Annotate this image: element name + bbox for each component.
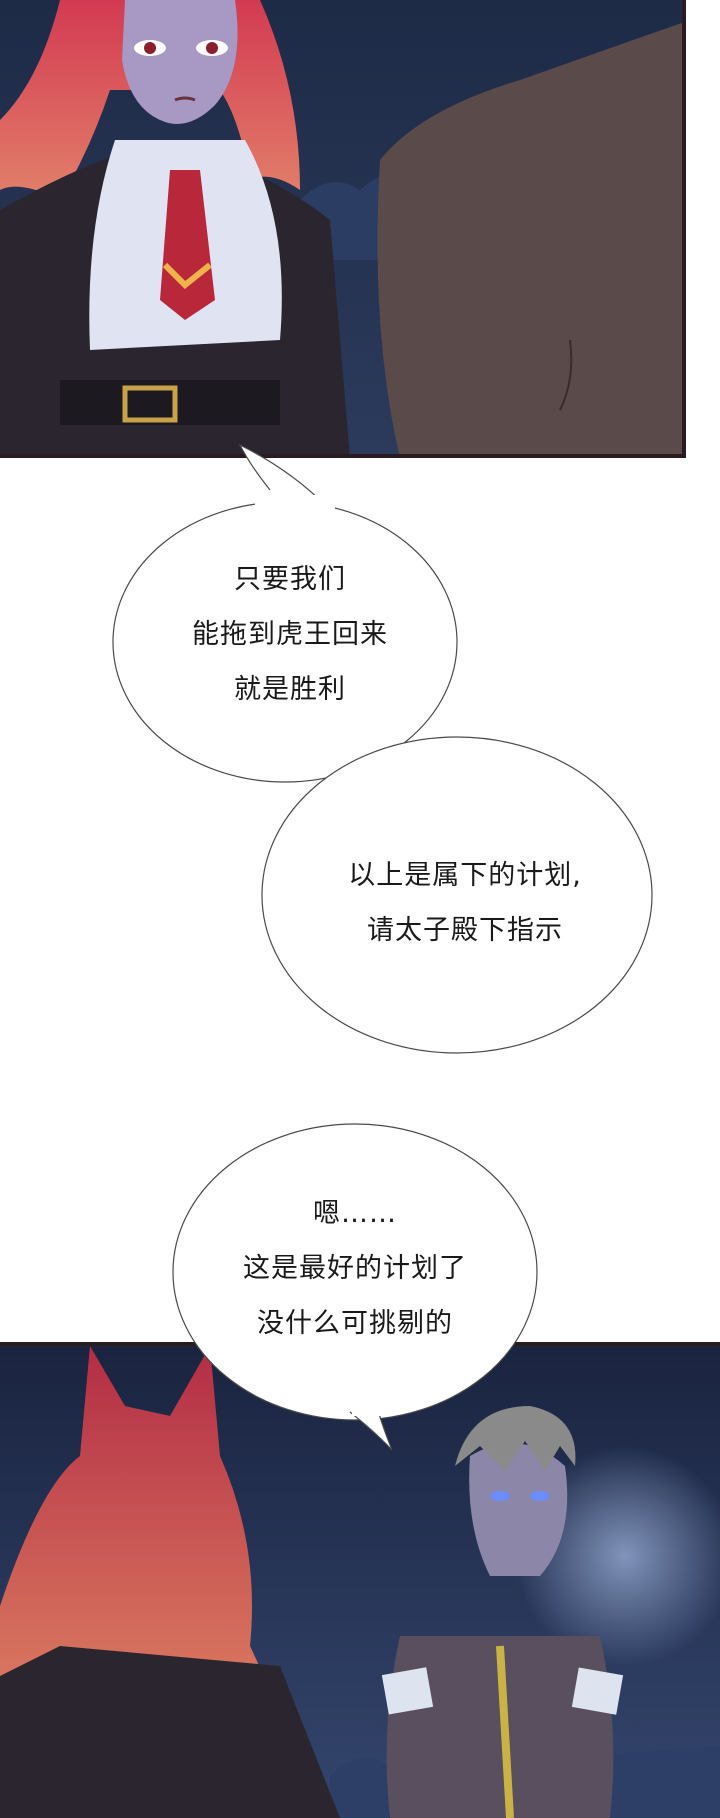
- bottom-panel: [0, 1342, 720, 1818]
- officer-illustration: [0, 0, 682, 454]
- bubble-3-text: 嗯…… 这是最好的计划了 没什么可挑剔的: [190, 1186, 520, 1351]
- bubble-1-line-1: 只要我们: [234, 564, 346, 595]
- bubble-2-line-2: 请太子殿下指示: [367, 915, 563, 946]
- bubble-2-line-1: 以上是属下的计划,: [348, 860, 582, 891]
- prince-illustration: [0, 1346, 720, 1818]
- bubble-3-line-1: 嗯……: [313, 1198, 397, 1229]
- prince-hair: [455, 1406, 576, 1471]
- prince-shirt: [386, 1636, 614, 1818]
- bubble-3-line-2: 这是最好的计划了: [243, 1253, 467, 1284]
- officer-face: [122, 0, 238, 124]
- prince-face: [469, 1443, 568, 1576]
- companion-back: [377, 22, 682, 454]
- bubble-2-text: 以上是属下的计划, 请太子殿下指示: [300, 848, 630, 958]
- bubble-1-text: 只要我们 能拖到虎王回来 就是胜利: [125, 552, 455, 717]
- bubble-1-line-3: 就是胜利: [234, 674, 346, 705]
- bubble-3-line-3: 没什么可挑剔的: [257, 1308, 453, 1339]
- officer-tie: [160, 170, 215, 320]
- bubble-1-line-2: 能拖到虎王回来: [192, 619, 388, 650]
- top-panel: [0, 0, 686, 458]
